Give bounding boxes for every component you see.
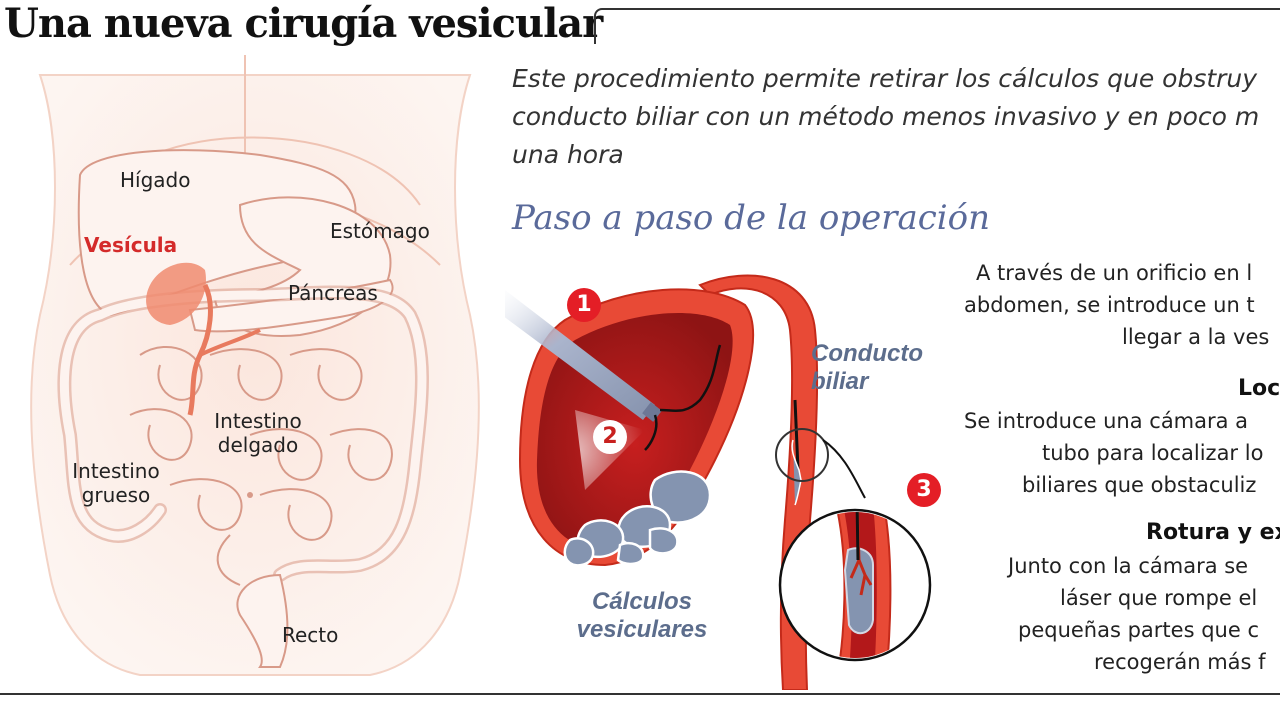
catheter-wire [644,344,722,451]
step-3-title: Rotura y ex [1146,520,1280,545]
step-3-text: Junto con la cámara se láser que rompe e… [1008,554,1266,674]
gallstones [563,470,712,567]
gallbladder-procedure-illustration [505,274,932,690]
label-intestino-grueso: Intestino grueso [72,459,160,507]
label-intestino-delgado: Intestino delgado [214,409,302,457]
zoom-source-circle [775,428,829,482]
label-higado: Hígado [120,168,191,192]
label-conducto-biliar: Conducto biliar [811,340,923,395]
intro-line-1: Este procedimiento permite retirar los c… [512,64,1258,93]
surgical-tube [505,290,655,420]
intro-text: Este procedimiento permite retirar los c… [512,60,1280,174]
small-intestine [129,345,393,541]
label-calculos-vesiculares: Cálculos vesiculares [576,588,708,643]
label-recto: Recto [282,623,339,647]
label-vesicula: Vesícula [84,233,178,257]
steps-heading: Paso a paso de la operación [512,198,990,238]
intro-line-3: una hora [512,140,624,169]
step-3-badge: 3 [907,473,941,507]
intro-line-2: conducto biliar con un método menos inva… [512,102,1260,131]
title-rule [594,8,1280,44]
abdomen-anatomy-illustration [30,55,480,676]
zoom-detail-circle [778,508,932,662]
label-estomago: Estómago [330,219,430,243]
step-2-badge: 2 [593,420,627,454]
step-2-title: Loc [1238,376,1280,401]
step-1-badge: 1 [567,288,601,322]
rectum [236,573,289,668]
label-pancreas: Páncreas [288,281,378,305]
step-1-text: A través de un orificio en l abdomen, se… [964,261,1270,349]
gallbladder-highlight [146,262,206,325]
page-title: Una nueva cirugía vesicular [4,0,603,47]
step-2-text: Se introduce una cámara a tubo para loca… [964,409,1264,497]
bottom-rule [0,693,1280,695]
